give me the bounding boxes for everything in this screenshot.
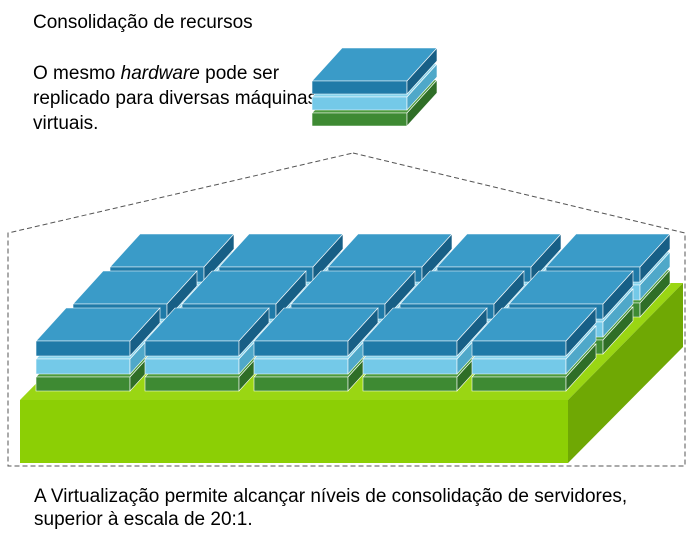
light-layer-front xyxy=(35,358,131,375)
description-before: O mesmo xyxy=(33,63,121,84)
light-layer-front xyxy=(311,96,408,111)
green-layer-front xyxy=(144,376,240,392)
platform-side xyxy=(568,283,683,463)
server-stack xyxy=(144,307,270,392)
dashed-outline xyxy=(7,152,686,467)
blue-layer-side xyxy=(166,270,198,320)
blue-layer-front xyxy=(144,340,240,357)
blue-layer-side xyxy=(565,307,597,357)
description-text: O mesmo hardware pode ser replicado para… xyxy=(33,61,323,136)
blue-layer-side xyxy=(493,270,525,320)
single-server xyxy=(311,47,438,127)
server-grid xyxy=(35,233,671,392)
light-layer-front xyxy=(471,358,567,375)
green-layer-front xyxy=(311,112,408,127)
green-layer-side xyxy=(406,79,438,127)
green-layer-side xyxy=(639,269,671,318)
blue-layer-side xyxy=(275,270,307,320)
blue-layer-side xyxy=(312,233,344,283)
blue-layer-side xyxy=(456,307,488,357)
green-layer-front xyxy=(35,376,131,392)
blue-layer-front xyxy=(362,340,458,357)
light-layer-side xyxy=(639,251,671,301)
server-stack xyxy=(362,307,488,392)
description-emphasis: hardware xyxy=(120,63,200,84)
server-stack xyxy=(35,307,161,392)
server-stack xyxy=(311,47,438,127)
blue-layer-front xyxy=(311,80,408,95)
blue-layer-front xyxy=(35,340,131,357)
blue-layer-side xyxy=(421,233,453,283)
light-layer-front xyxy=(253,358,349,375)
footer-text: A Virtualização permite alcançar níveis … xyxy=(34,486,628,530)
server-stack xyxy=(253,307,379,392)
green-layer-front xyxy=(362,376,458,392)
green-layer-side xyxy=(602,306,634,355)
blue-layer-side xyxy=(238,307,270,357)
blue-layer-front xyxy=(253,340,349,357)
blue-layer-side xyxy=(530,233,562,283)
green-layer-side xyxy=(565,343,597,392)
blue-layer-side xyxy=(639,233,671,283)
blue-layer-side xyxy=(129,307,161,357)
blue-layer-front xyxy=(471,340,567,357)
description-after: pode ser replicado para diversas máquina… xyxy=(33,63,318,134)
blue-layer-side xyxy=(406,47,438,95)
light-layer-front xyxy=(362,358,458,375)
light-layer-side xyxy=(602,288,634,338)
green-layer-front xyxy=(253,376,349,392)
blue-layer-side xyxy=(203,233,235,283)
green-layer-front xyxy=(471,376,567,392)
blue-layer-side xyxy=(602,270,634,320)
blue-layer-side xyxy=(347,307,379,357)
light-layer-side xyxy=(565,325,597,375)
light-layer-side xyxy=(406,63,438,111)
server-stack xyxy=(471,307,597,392)
light-layer-front xyxy=(144,358,240,375)
blue-layer-side xyxy=(384,270,416,320)
diagram-title: Consolidação de recursos xyxy=(33,12,253,33)
platform-front xyxy=(20,400,568,463)
